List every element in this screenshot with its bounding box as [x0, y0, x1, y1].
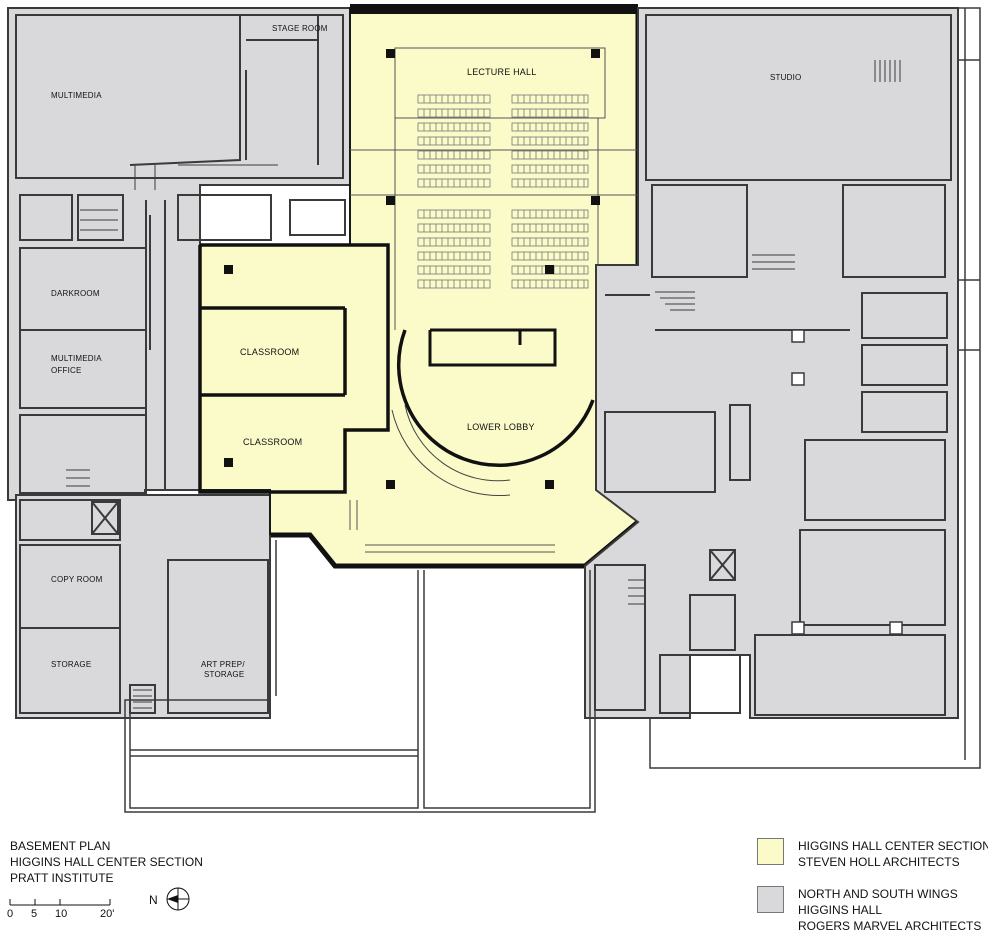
title-line-2: HIGGINS HALL CENTER SECTION	[10, 855, 203, 869]
lobby-enclosure	[428, 328, 557, 367]
seat-row	[511, 251, 589, 261]
lecture-hall-label: LECTURE HALL	[467, 67, 537, 77]
studio-label: STUDIO	[770, 73, 802, 82]
art-prep-label-line2: STORAGE	[204, 670, 245, 679]
lower-lobby-stair-inner	[404, 404, 511, 482]
scale-label-0: 0	[7, 908, 14, 920]
seat-row	[511, 223, 589, 233]
legend-swatch-wings	[757, 886, 784, 913]
site-boundary-east	[649, 7, 981, 769]
seat-row	[511, 136, 589, 146]
west-stair	[66, 164, 278, 709]
lecture-hall-lines	[350, 47, 638, 330]
east-wing-walls	[594, 14, 952, 716]
title-line-1: BASEMENT PLAN	[10, 839, 111, 853]
legend-swatch-center	[757, 838, 784, 865]
seat-row	[511, 164, 589, 174]
legend-center-line2: STEVEN HOLL ARCHITECTS	[798, 855, 960, 869]
seat-row	[511, 209, 589, 219]
classroom-block	[198, 243, 390, 494]
seat-row	[511, 150, 589, 160]
seat-row	[511, 122, 589, 132]
west-wing-lower	[15, 494, 271, 719]
legend-wings-line2: HIGGINS HALL	[798, 903, 883, 917]
east-columns	[791, 329, 903, 635]
lecture-hall-seating	[417, 94, 589, 289]
multimedia-label: MULTIMEDIA	[51, 91, 102, 100]
multimedia-office-label-line2: OFFICE	[51, 366, 82, 375]
lower-lobby-label: LOWER LOBBY	[467, 422, 535, 432]
title-block: BASEMENT PLAN HIGGINS HALL CENTER SECTIO…	[10, 838, 203, 886]
center-top-band	[350, 4, 638, 14]
east-wing	[584, 7, 959, 719]
lower-lobby-stair	[391, 409, 511, 497]
stage-room-label: STAGE ROOM	[272, 24, 328, 33]
scale-label-5: 5	[31, 908, 38, 920]
title-line-3: PRATT INSTITUTE	[10, 871, 114, 885]
seat-row	[511, 178, 589, 188]
seat-row	[511, 94, 589, 104]
lower-lobby-curve	[396, 329, 595, 468]
north-label: N	[149, 893, 158, 907]
entry-ramp	[349, 500, 555, 553]
courtyard-outline	[124, 535, 596, 813]
darkroom-label: DARKROOM	[51, 289, 100, 298]
multimedia-office-label-line1: MULTIMEDIA	[51, 354, 102, 363]
legend-text-center: HIGGINS HALL CENTER SECTION STEVEN HOLL …	[798, 838, 988, 870]
copy-room-label: COPY ROOM	[51, 575, 103, 584]
seat-row	[511, 108, 589, 118]
center-columns	[224, 49, 600, 489]
seat-row	[511, 279, 589, 289]
west-wing-walls	[15, 14, 346, 714]
scale-label-20: 20'	[100, 908, 115, 920]
legend-center-line1: HIGGINS HALL CENTER SECTION	[798, 839, 988, 853]
seat-row	[511, 237, 589, 247]
scale-bar	[9, 899, 111, 906]
classroom-upper-label: CLASSROOM	[240, 347, 300, 357]
legend-wings-line3: ROGERS MARVEL ARCHITECTS	[798, 919, 982, 933]
legend-text-wings: NORTH AND SOUTH WINGS HIGGINS HALL ROGER…	[798, 886, 981, 934]
east-wing-shape	[584, 7, 959, 719]
legend-wings-line1: NORTH AND SOUTH WINGS	[798, 887, 958, 901]
art-prep-label-line1: ART PREP/	[201, 660, 245, 669]
west-wing	[7, 7, 351, 719]
east-wing-stairs	[628, 60, 901, 605]
scale-label-10: 10	[55, 908, 68, 920]
storage-label: STORAGE	[51, 660, 92, 669]
classroom-lower-label: CLASSROOM	[243, 437, 303, 447]
north-arrow-icon	[166, 887, 190, 911]
